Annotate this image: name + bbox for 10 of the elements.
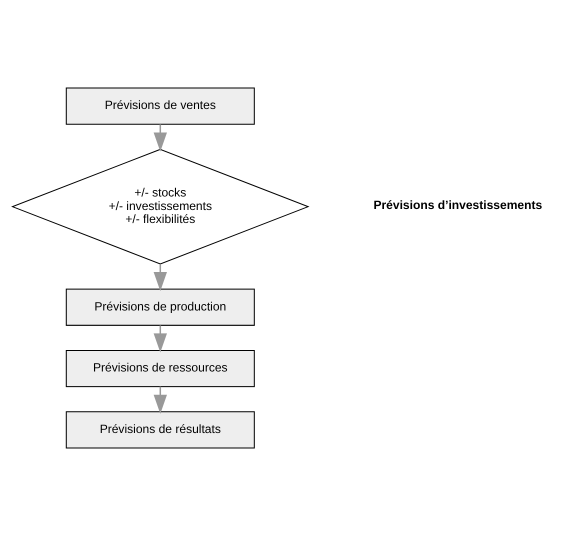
arrow <box>154 124 167 152</box>
node-box: Prévisions de production <box>66 288 255 326</box>
node-box: Prévisions de ventes <box>66 88 255 125</box>
arrow <box>154 264 167 292</box>
node-box: Prévisions de résultats <box>66 411 255 448</box>
node-diamond: +/- stocks +/- investissements +/- flexibilités <box>11 148 310 265</box>
node-box: Prévisions de ressources <box>66 350 255 388</box>
arrow <box>154 386 167 414</box>
label: Prévisions d’investissements <box>373 198 542 212</box>
arrow <box>154 325 167 352</box>
